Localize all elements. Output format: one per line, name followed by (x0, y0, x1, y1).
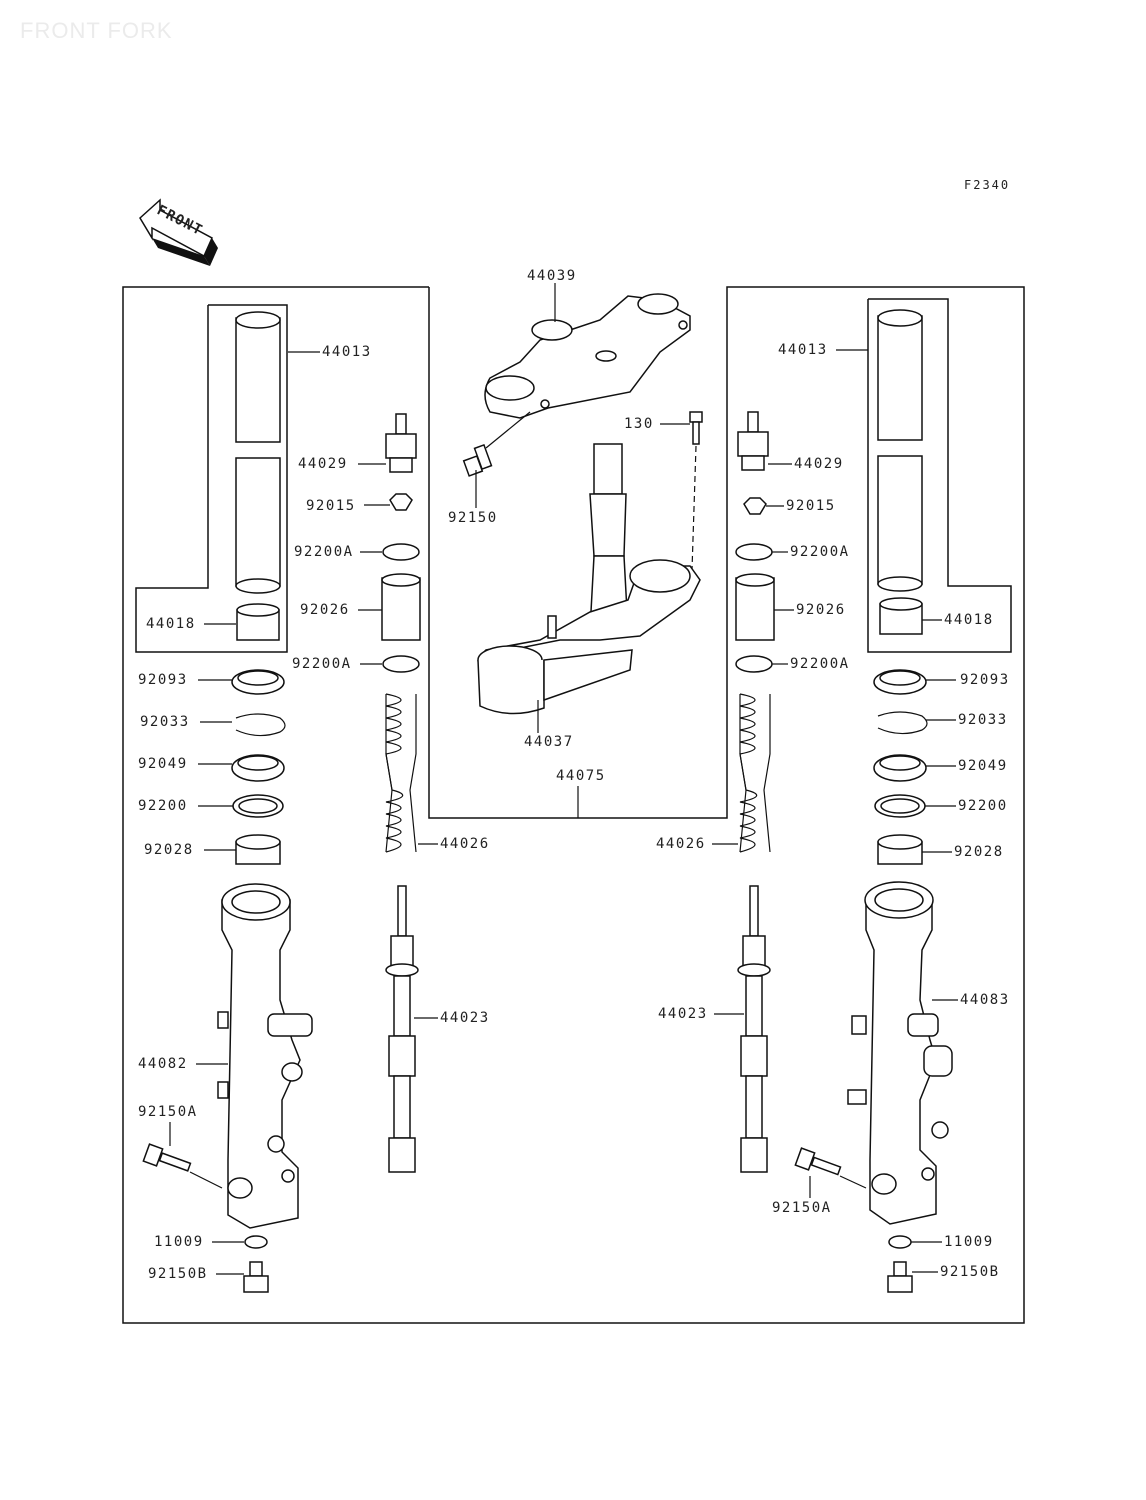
circlip-92033-left (235, 713, 286, 737)
figure-code: F2340 (964, 178, 1011, 192)
right-inner-frame (867, 298, 1012, 653)
label-44013-left: 44013 (322, 344, 372, 360)
bushing-44018-right-part (879, 597, 923, 635)
damper-rod-right-part (737, 885, 771, 1173)
label-92200-left: 92200 (138, 798, 188, 814)
label-92150: 92150 (448, 510, 498, 526)
spacer-92026-left-part (381, 577, 421, 641)
assembly-frame (122, 286, 1025, 1324)
label-92093-left: 92093 (138, 672, 188, 688)
label-92049-right: 92049 (958, 758, 1008, 774)
bolt-92150b-left (243, 1261, 269, 1293)
label-92033-left: 92033 (140, 714, 190, 730)
label-130: 130 (624, 416, 654, 432)
label-92150a-right: 92150A (772, 1200, 832, 1216)
label-44039: 44039 (527, 268, 577, 284)
label-11009-right: 11009 (944, 1234, 994, 1250)
label-92200a-left-1: 92200A (294, 544, 354, 560)
bolt-92150b-right (887, 1261, 913, 1293)
label-44083: 44083 (960, 992, 1010, 1008)
label-92200a-right-1: 92200A (790, 544, 850, 560)
washer-92200a-left-upper (382, 543, 420, 561)
label-92015-left: 92015 (306, 498, 356, 514)
label-44029-right: 44029 (794, 456, 844, 472)
label-11009-left: 11009 (154, 1234, 204, 1250)
inner-tube-right-part (877, 309, 923, 592)
front-arrow-icon: FRONT (139, 198, 218, 266)
label-92150a-left: 92150A (138, 1104, 198, 1120)
label-44026-left: 44026 (440, 836, 490, 852)
label-92150b-left: 92150B (148, 1266, 208, 1282)
label-92033-right: 92033 (958, 712, 1008, 728)
washer-11009-left (244, 1235, 268, 1249)
label-44018-right: 44018 (944, 612, 994, 628)
outer-tube-right-part (847, 881, 953, 1225)
label-44023-right: 44023 (658, 1006, 708, 1022)
spring-right-part (739, 693, 771, 853)
washer-92200a-right-upper (735, 543, 773, 561)
left-inner-frame (135, 304, 288, 653)
washer-92200a-right-lower (735, 655, 773, 673)
damper-rod-left-part (385, 885, 419, 1173)
label-92026-left: 92026 (300, 602, 350, 618)
bolt-92150a-right (794, 1147, 842, 1176)
label-92200a-right-2: 92200A (790, 656, 850, 672)
washer-11009-right (888, 1235, 912, 1249)
fork-cap-left-part (385, 413, 417, 473)
label-92093-right: 92093 (960, 672, 1010, 688)
label-44037: 44037 (524, 734, 574, 750)
label-92028-right: 92028 (954, 844, 1004, 860)
circlip-92033-right (877, 711, 928, 735)
label-44018-left: 44018 (146, 616, 196, 632)
label-44029-left: 44029 (298, 456, 348, 472)
page-title: FRONT FORK (20, 18, 173, 43)
bushing-92028-left (235, 834, 281, 865)
label-92200a-left-2: 92200A (292, 656, 352, 672)
inner-tube-left-part (235, 311, 281, 594)
label-44013-right: 44013 (778, 342, 828, 358)
spring-left-part (385, 693, 417, 853)
fork-cap-right-part (737, 411, 769, 471)
nut-92015-left-part (389, 493, 413, 511)
bolt-92150a-left (142, 1143, 192, 1172)
upper-bracket-part (484, 293, 691, 419)
bolt-92150-part (462, 443, 493, 477)
bolt-130-part (689, 411, 703, 445)
label-44023-left: 44023 (440, 1010, 490, 1026)
label-92028-left: 92028 (144, 842, 194, 858)
washer-92200a-left-lower (382, 655, 420, 673)
outer-tube-left-part (217, 883, 313, 1229)
label-44082: 44082 (138, 1056, 188, 1072)
bushing-44018-left-part (236, 603, 280, 641)
label-44026-right: 44026 (656, 836, 706, 852)
label-92150b-right: 92150B (940, 1264, 1000, 1280)
bushing-92028-right (877, 834, 923, 865)
label-92026-right: 92026 (796, 602, 846, 618)
spacer-92026-right-part (735, 577, 775, 641)
nut-92015-right-part (743, 497, 767, 515)
label-92200-right: 92200 (958, 798, 1008, 814)
steering-stem-part (477, 443, 701, 715)
label-44075: 44075 (556, 768, 606, 784)
label-92015-right: 92015 (786, 498, 836, 514)
label-92049-left: 92049 (138, 756, 188, 772)
